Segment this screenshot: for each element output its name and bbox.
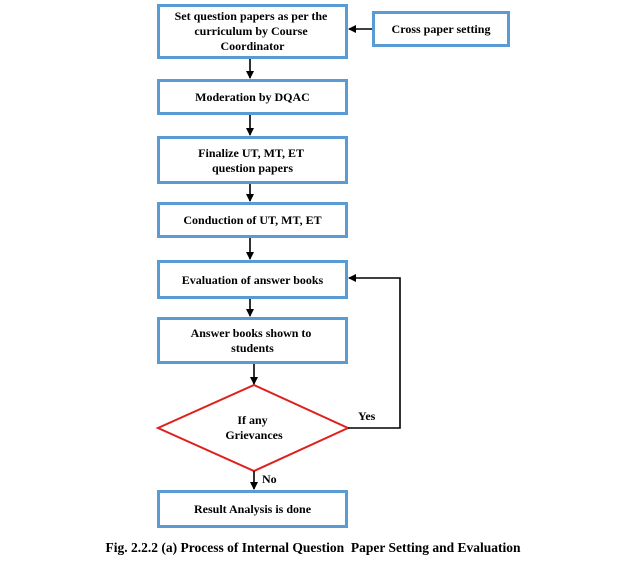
node-result-analysis: Result Analysis is done	[157, 490, 348, 528]
figure-caption: Fig. 2.2.2 (a) Process of Internal Quest…	[105, 540, 520, 555]
node-text: Result Analysis is done	[194, 502, 312, 516]
node-cross-paper-setting: Cross paper setting	[372, 11, 510, 47]
node-text: If any Grievances	[225, 413, 283, 442]
node-text: Answer books shown to students	[191, 326, 315, 355]
node-answer-books-shown: Answer books shown to students	[157, 317, 348, 364]
node-text: Conduction of UT, MT, ET	[183, 213, 321, 227]
node-moderation: Moderation by DQAC	[157, 79, 348, 115]
node-grievance-decision: If any Grievances	[155, 383, 351, 473]
node-text: Evaluation of answer books	[182, 273, 324, 287]
node-finalize: Finalize UT, MT, ET question papers	[157, 136, 348, 184]
node-text: Moderation by DQAC	[195, 90, 310, 104]
node-text: Cross paper setting	[392, 22, 491, 36]
node-evaluation: Evaluation of answer books	[157, 260, 348, 299]
node-set-question-papers: Set question papers as per the curriculu…	[157, 4, 348, 59]
edge-label-no: No	[262, 472, 277, 486]
node-text: Finalize UT, MT, ET question papers	[198, 146, 307, 175]
node-text: Set question papers as per the curriculu…	[175, 9, 331, 53]
edge-grievance-yes-loop	[348, 274, 401, 429]
edge-label-yes: Yes	[358, 409, 376, 423]
node-conduction: Conduction of UT, MT, ET	[157, 202, 348, 238]
